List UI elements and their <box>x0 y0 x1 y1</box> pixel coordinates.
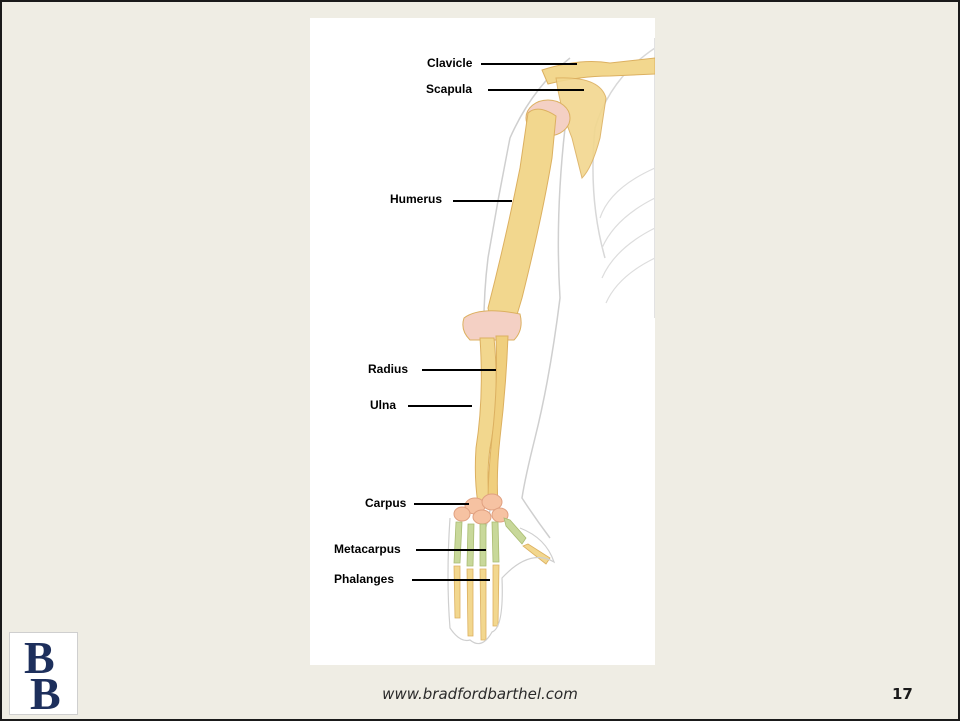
leader-clavicle <box>481 63 577 65</box>
leader-ulna <box>408 405 472 407</box>
leader-phalanges <box>412 579 490 581</box>
arm-skeleton-figure: Clavicle Scapula Humerus Radius Ulna Car… <box>310 18 655 665</box>
label-humerus: Humerus <box>390 192 442 206</box>
arm-skeleton-illustration <box>310 18 655 665</box>
label-clavicle: Clavicle <box>427 56 472 70</box>
leader-humerus <box>453 200 512 202</box>
website-url: www.bradfordbarthel.com <box>2 685 958 703</box>
leader-carpus <box>414 503 469 505</box>
label-radius: Radius <box>368 362 408 376</box>
leader-scapula <box>488 89 584 91</box>
label-carpus: Carpus <box>365 496 406 510</box>
label-scapula: Scapula <box>426 82 472 96</box>
leader-radius <box>422 369 496 371</box>
leader-metacarpus <box>416 549 486 551</box>
page-number: 17 <box>892 685 913 703</box>
label-metacarpus: Metacarpus <box>334 542 401 556</box>
label-phalanges: Phalanges <box>334 572 394 586</box>
label-ulna: Ulna <box>370 398 396 412</box>
